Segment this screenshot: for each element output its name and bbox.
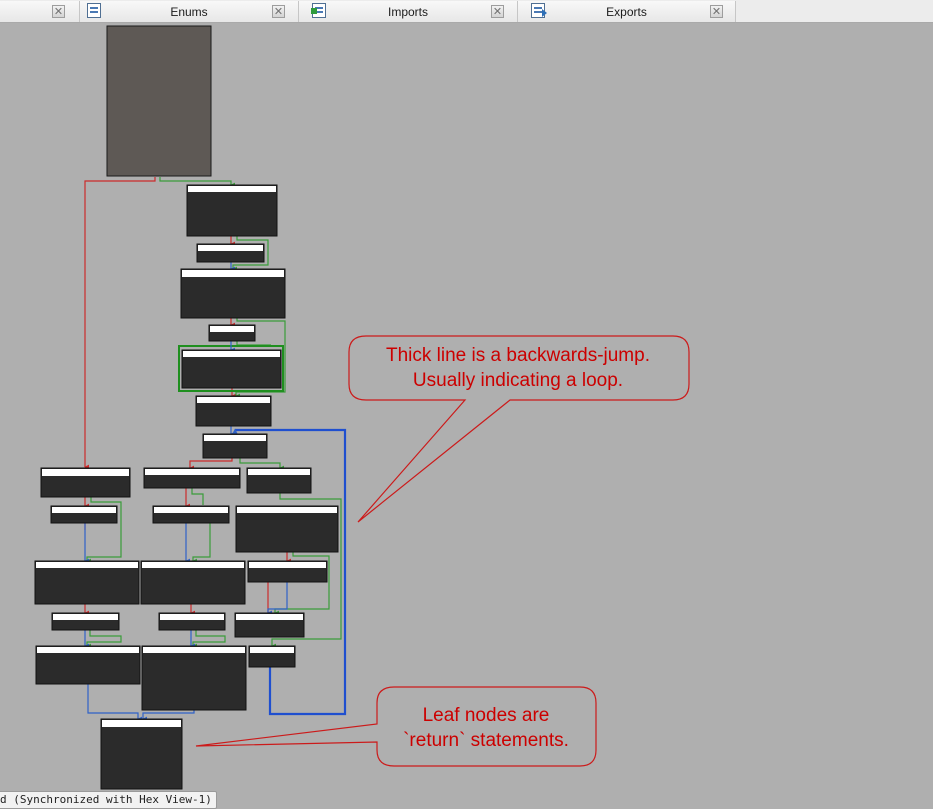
callout-loop-note: Thick line is a backwards-jump. Usually … [348,335,690,523]
control-flow-graph[interactable]: Thick line is a backwards-jump. Usually … [0,23,933,793]
basic-block[interactable] [180,268,286,319]
edge-unconditional [142,710,195,722]
tab-enums-label: Enums [170,5,208,19]
tab-imports-label: Imports [387,5,428,19]
callout-leaf-line2: `return` statements. [403,730,569,751]
edge-true [271,493,342,649]
tab-bar: ✕ Enums ✕ Imports ✕ Exports ✕ [0,0,933,23]
basic-block[interactable] [50,505,118,524]
leaf-node[interactable] [248,645,296,668]
exports-table-icon [531,3,547,18]
basic-block[interactable] [140,560,246,605]
basic-block[interactable] [181,349,282,389]
close-icon[interactable]: ✕ [491,5,504,18]
basic-block[interactable] [208,324,256,342]
tab-exports[interactable]: Exports ✕ [518,1,736,22]
basic-block[interactable] [34,560,140,605]
callout-loop-line2: Usually indicating a loop. [413,370,623,391]
graph-nodes [34,25,339,790]
edge-true [232,236,269,272]
tab-enums[interactable]: Enums ✕ [80,1,299,22]
edge-false [84,177,156,470]
edge-true [86,497,122,564]
tab-imports[interactable]: Imports ✕ [299,1,518,22]
callout-leaf-line1: Leaf nodes are [423,705,550,726]
edge-false [189,458,233,471]
tab-unnamed[interactable]: ✕ [0,1,80,22]
basic-block[interactable] [35,645,141,685]
edge-unconditional [87,684,142,722]
tab-exports-label: Exports [606,5,647,19]
basic-block[interactable] [158,612,226,631]
false-edges [84,177,291,616]
leaf-node[interactable] [100,718,183,790]
basic-block[interactable] [195,395,272,427]
basic-block[interactable] [235,505,339,553]
callout-loop-line1: Thick line is a backwards-jump. [386,345,650,366]
basic-block[interactable] [246,467,312,494]
close-icon[interactable]: ✕ [52,5,65,18]
edge-unconditional [267,582,288,616]
edge-true [86,630,122,649]
edge-true [236,341,271,346]
basic-block[interactable] [196,243,265,263]
edge-true [239,458,284,471]
status-tab[interactable]: d (Synchronized with Hex View-1) [0,791,217,809]
basic-block[interactable] [234,612,305,638]
basic-block[interactable] [247,560,328,583]
basic-block[interactable] [202,433,268,459]
entry-node[interactable] [106,25,212,177]
edge-true [192,630,226,649]
edge-true [191,488,204,505]
back-edge-loop [230,428,347,716]
basic-block[interactable] [51,612,120,631]
basic-block[interactable] [152,505,230,524]
close-icon[interactable]: ✕ [272,5,285,18]
basic-block[interactable] [186,184,278,237]
edge-true [159,177,235,188]
edge-true [235,318,286,399]
leaf-node[interactable] [141,645,247,711]
edge-true [192,523,211,564]
edge-true [274,552,330,616]
imports-table-icon [311,3,326,18]
callout-leaf-note: Leaf nodes are `return` statements. [195,686,597,767]
basic-block[interactable] [143,467,241,489]
close-icon[interactable]: ✕ [710,5,723,18]
basic-block[interactable] [40,467,131,498]
enums-table-icon [87,3,101,18]
